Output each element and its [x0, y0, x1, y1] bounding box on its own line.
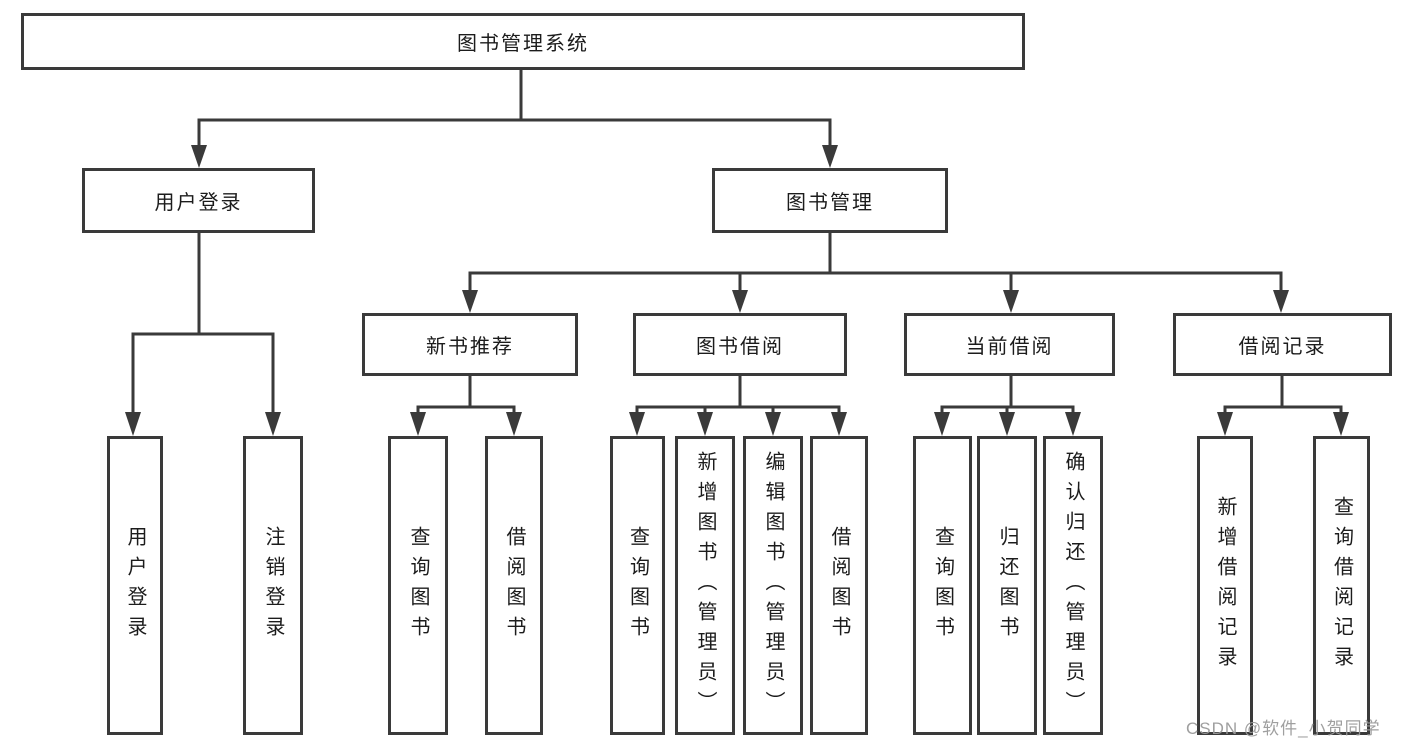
node-label: 用户登录 — [154, 192, 243, 214]
node-label: 借阅记录 — [1238, 336, 1327, 358]
arrowhead — [934, 412, 950, 436]
leaf-add-books-admin: 新增图书（管理员） — [675, 436, 735, 735]
leaf-query-borrow-record: 查询借阅记录 — [1313, 436, 1370, 735]
leaf-user-login: 用户登录 — [107, 436, 163, 735]
node-book-management: 图书管理 — [712, 168, 948, 233]
arrowhead — [125, 412, 141, 436]
connector-records-to-leaves — [1217, 376, 1349, 436]
arrowhead — [462, 290, 478, 313]
arrowhead — [629, 412, 645, 436]
node-user-login: 用户登录 — [82, 168, 315, 233]
leaf-query-books-borrow: 查询图书 — [610, 436, 665, 735]
node-current-borrowing: 当前借阅 — [904, 313, 1115, 376]
node-library-system: 图书管理系统 — [21, 13, 1025, 70]
connector-book-borrow-to-leaves — [629, 376, 847, 436]
arrowhead — [506, 412, 522, 436]
node-label: 图书管理系统 — [457, 33, 589, 55]
csdn-watermark: CSDN @软件_小贺同学 — [1186, 719, 1381, 738]
leaf-label: 用户登录 — [124, 525, 146, 646]
leaf-borrow-books-newbook: 借阅图书 — [485, 436, 543, 735]
leaf-add-borrow-record: 新增借阅记录 — [1197, 436, 1253, 735]
arrowhead — [732, 290, 748, 313]
leaf-label: 注销登录 — [262, 525, 284, 646]
leaf-label: 查询借阅记录 — [1330, 495, 1353, 676]
connector-current-borrow-to-leaves — [934, 376, 1081, 436]
leaf-label: 新增图书（管理员） — [694, 450, 716, 721]
node-label: 图书管理 — [786, 192, 874, 214]
leaf-query-books-newbook: 查询图书 — [388, 436, 448, 735]
arrowhead — [1003, 290, 1019, 313]
arrowhead — [191, 145, 207, 168]
leaf-label: 编辑图书（管理员） — [762, 450, 784, 721]
node-borrowing-records: 借阅记录 — [1173, 313, 1392, 376]
leaf-return-books: 归还图书 — [977, 436, 1037, 735]
node-label: 当前借阅 — [965, 336, 1054, 358]
node-book-borrowing: 图书借阅 — [633, 313, 847, 376]
leaf-label: 借阅图书 — [503, 525, 525, 646]
leaf-label: 归还图书 — [996, 525, 1018, 646]
connector-book-mgmt-to-level3 — [462, 233, 1289, 313]
leaf-borrow-books: 借阅图书 — [810, 436, 868, 735]
arrowhead — [999, 412, 1015, 436]
leaf-logout: 注销登录 — [243, 436, 303, 735]
leaf-label: 查询图书 — [407, 525, 429, 646]
connector-root-to-level2 — [191, 70, 838, 168]
leaf-label: 查询图书 — [626, 525, 649, 646]
connector-user-login-to-leaves — [125, 233, 281, 436]
node-label: 图书借阅 — [696, 336, 784, 358]
arrowhead — [410, 412, 426, 436]
leaf-confirm-return-admin: 确认归还（管理员） — [1043, 436, 1103, 735]
connector-new-book-to-leaves — [410, 376, 522, 436]
arrowhead — [822, 145, 838, 168]
node-new-book-recommendation: 新书推荐 — [362, 313, 578, 376]
arrowhead — [831, 412, 847, 436]
arrowhead — [265, 412, 281, 436]
leaf-label: 借阅图书 — [828, 525, 850, 646]
leaf-edit-books-admin: 编辑图书（管理员） — [743, 436, 803, 735]
arrowhead — [1217, 412, 1233, 436]
leaf-query-books-current: 查询图书 — [913, 436, 972, 735]
arrowhead — [1333, 412, 1349, 436]
node-label: 新书推荐 — [426, 336, 514, 358]
arrowhead — [765, 412, 781, 436]
leaf-label: 查询图书 — [931, 525, 954, 646]
arrowhead — [697, 412, 713, 436]
leaf-label: 确认归还（管理员） — [1062, 450, 1084, 721]
arrowhead — [1065, 412, 1081, 436]
arrowhead — [1273, 290, 1289, 313]
leaf-label: 新增借阅记录 — [1214, 495, 1236, 676]
